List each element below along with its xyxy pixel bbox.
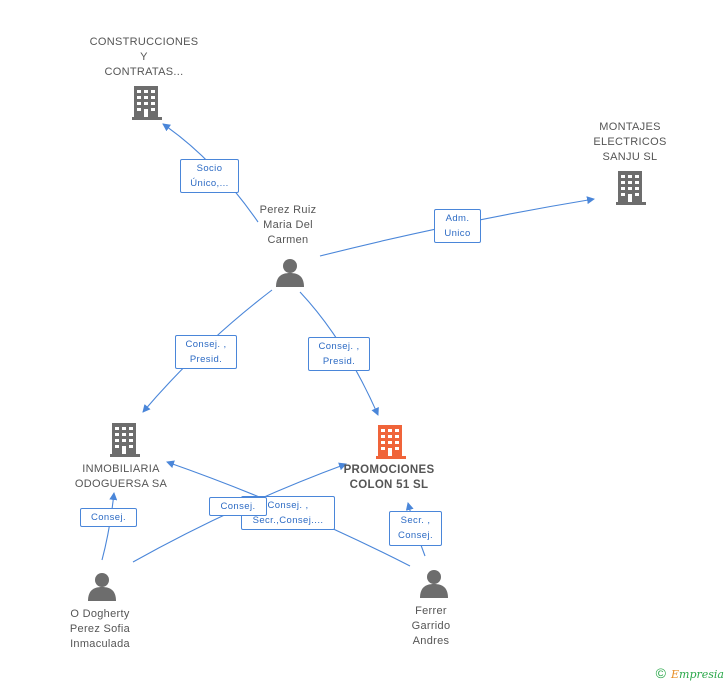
edge-label-socio-unico[interactable]: Socio Único,... xyxy=(180,159,239,193)
empresia-logo[interactable]: © Empresia xyxy=(656,665,724,681)
building-icon[interactable] xyxy=(132,86,162,120)
brand-name: Empresia xyxy=(671,668,724,681)
edge-label-consej-presid-right[interactable]: Consej. , Presid. xyxy=(308,337,370,371)
building-icon[interactable] xyxy=(110,423,140,457)
person-icon[interactable] xyxy=(276,259,304,287)
copyright-icon: © xyxy=(655,665,666,681)
company-label-construcciones[interactable]: CONSTRUCCIONES Y CONTRATAS... xyxy=(89,36,199,78)
building-icon-focus[interactable] xyxy=(376,425,406,459)
edge-label-consej-presid-left[interactable]: Consej. , Presid. xyxy=(175,335,237,369)
person-label-odogherty[interactable]: O Dogherty Perez Sofia Inmaculada xyxy=(69,608,131,650)
company-label-inmobiliaria[interactable]: INMOBILIARIA ODOGUERSA SA xyxy=(74,463,168,490)
edge-label-consej-odogherty-inmobiliaria[interactable]: Consej. xyxy=(80,508,137,527)
person-icon[interactable] xyxy=(420,570,448,598)
company-label-promociones[interactable]: PROMOCIONES COLON 51 SL xyxy=(343,464,435,491)
edge-label-secr-consej-ferrer-promociones[interactable]: Secr. , Consej. xyxy=(389,511,442,546)
person-label-perez-ruiz[interactable]: Perez Ruiz Maria Del Carmen xyxy=(259,204,317,246)
edge-label-adm-unico[interactable]: Adm. Unico xyxy=(434,209,481,243)
company-label-montajes[interactable]: MONTAJES ELECTRICOS SANJU SL xyxy=(593,121,667,163)
edge-odogherty-to-inmobiliaria[interactable] xyxy=(101,492,118,561)
person-icon[interactable] xyxy=(88,573,116,601)
building-icon[interactable] xyxy=(616,171,646,205)
person-label-ferrer[interactable]: Ferrer Garrido Andres xyxy=(411,605,451,647)
edge-label-consej-odogherty-promociones[interactable]: Consej. xyxy=(209,497,267,516)
